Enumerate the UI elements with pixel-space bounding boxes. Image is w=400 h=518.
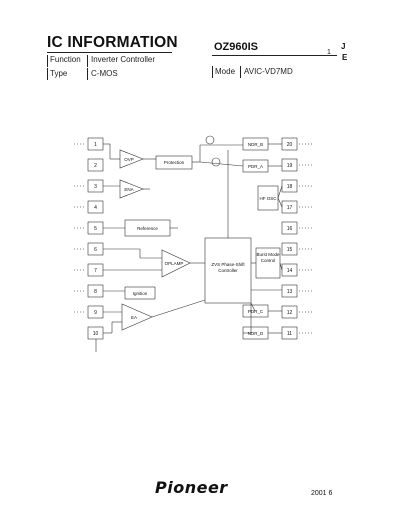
pullup-symbol-bottom xyxy=(211,157,221,167)
pin-6: 6 xyxy=(94,247,97,253)
pin-14: 14 xyxy=(287,268,293,274)
external-stubs xyxy=(74,143,312,334)
hf-osc-label: HF OSC xyxy=(259,196,277,201)
function-bar-mid xyxy=(87,55,88,67)
oplamp-amplifier xyxy=(161,249,191,278)
pioneer-logo: Pioneer xyxy=(155,478,228,497)
part-number: OZ960IS xyxy=(214,41,259,53)
function-bar-left xyxy=(47,55,48,67)
pin-13: 13 xyxy=(287,289,293,295)
pin-9: 9 xyxy=(94,310,97,316)
type-label: Type xyxy=(50,69,68,78)
ena-comparator xyxy=(119,179,144,199)
mode-value: AVIC-VD7MD xyxy=(244,67,293,76)
title-underline xyxy=(47,52,172,53)
pin-8: 8 xyxy=(94,289,97,295)
type-bar-mid xyxy=(87,68,88,80)
pin-box-19 xyxy=(281,158,298,172)
pin-10: 10 xyxy=(93,331,99,337)
page-title: IC INFORMATION xyxy=(47,34,178,51)
pin-box-16 xyxy=(281,221,298,235)
pin-box-4 xyxy=(87,200,104,214)
pin-16: 16 xyxy=(287,226,293,232)
ea-label: EA xyxy=(131,315,137,320)
pin-19: 19 xyxy=(287,163,293,169)
burst-mode-label: Burst Mode Control xyxy=(256,252,280,263)
ea-amplifier xyxy=(121,303,153,331)
ignition-box xyxy=(124,286,156,300)
function-value: Inverter Controller xyxy=(91,55,156,64)
pin-box-13 xyxy=(281,284,298,298)
type-value: C-MOS xyxy=(91,69,118,78)
pin-7: 7 xyxy=(94,268,97,274)
zvs-label-wrap: ZVS Phase-Shift Controller xyxy=(211,262,245,273)
pin-17: 17 xyxy=(287,205,293,211)
pin-box-12 xyxy=(281,305,298,319)
part-underline xyxy=(212,55,337,56)
mode-bar-mid xyxy=(240,66,241,78)
protection-box xyxy=(155,155,193,170)
pullup-symbol-top xyxy=(205,135,215,145)
burst-mode-label-wrap: Burst Mode Control xyxy=(256,252,280,263)
pin-18: 18 xyxy=(287,184,293,190)
pin-box-2 xyxy=(87,158,104,172)
wiring xyxy=(95,143,283,352)
footer-date: 2001 6 xyxy=(311,490,333,497)
page-number: 1 xyxy=(327,49,331,56)
pin-2: 2 xyxy=(94,163,97,169)
pin-15: 15 xyxy=(287,247,293,253)
page-mark-top: J xyxy=(341,42,346,51)
pin-4: 4 xyxy=(94,205,97,211)
ignition-label: Ignition xyxy=(133,291,148,296)
pin-11: 11 xyxy=(287,331,292,337)
pin-1: 1 xyxy=(94,142,97,148)
ndr-b-label: NDR_B xyxy=(248,142,263,147)
mode-bar-left xyxy=(212,66,213,78)
zvs-label: ZVS Phase-Shift Controller xyxy=(211,262,245,273)
oplamp-label: OPLAMP xyxy=(165,261,184,266)
pin-box-15 xyxy=(281,242,298,256)
ovp-label: OVP xyxy=(124,157,134,162)
reference-label: Reference xyxy=(137,226,158,231)
pdr-c-label: PDR_C xyxy=(248,309,264,314)
ena-label: ENA xyxy=(124,187,133,192)
mode-label: Mode xyxy=(215,67,236,76)
function-label: Function xyxy=(50,55,81,64)
ndr-d-label: NDR_D xyxy=(248,331,264,336)
protection-label: Protection xyxy=(164,160,185,165)
type-bar-left xyxy=(47,68,48,80)
pin-12: 12 xyxy=(287,310,293,316)
pin-20: 20 xyxy=(287,142,293,148)
pin-5: 5 xyxy=(94,226,97,232)
pdr-a-label: PDR_A xyxy=(248,164,263,169)
page-mark-bottom: E xyxy=(342,53,348,62)
pin-3: 3 xyxy=(94,184,97,190)
